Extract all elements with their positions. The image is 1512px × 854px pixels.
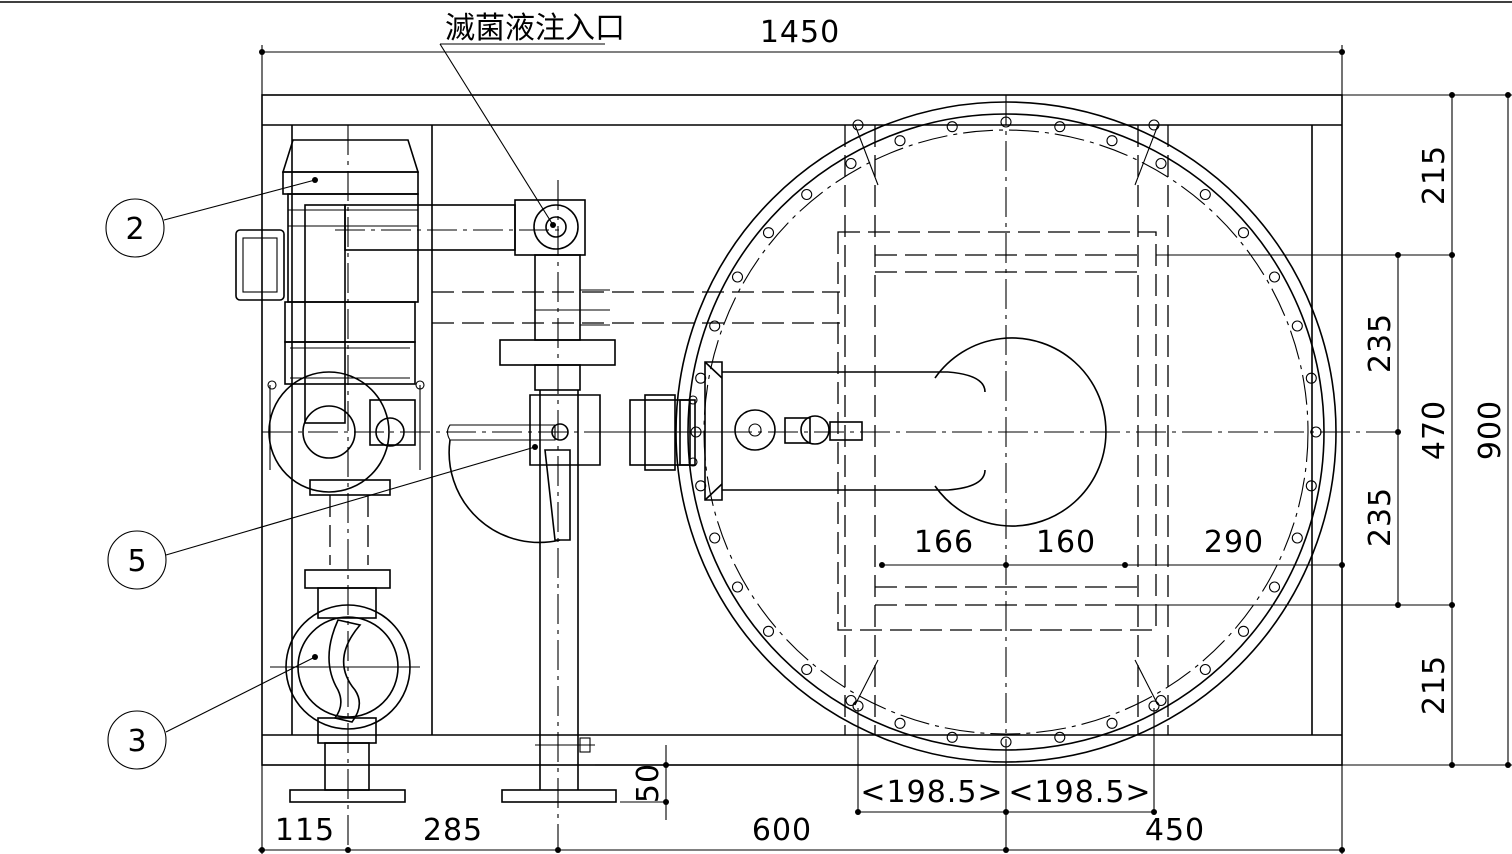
callout-2: 2 bbox=[105, 177, 318, 258]
dim-right-mid-total: 470 bbox=[1417, 400, 1452, 460]
bolt-hole bbox=[1268, 581, 1281, 593]
bolt-hole bbox=[894, 717, 906, 729]
bolt-hole bbox=[1291, 320, 1303, 332]
dim-base-offset: 50 bbox=[631, 763, 666, 803]
callout-5-label: 5 bbox=[127, 544, 146, 579]
dim-bottom-4: 450 bbox=[1145, 813, 1205, 848]
dim-bottom-3: 600 bbox=[752, 813, 812, 848]
injection-port-label: 滅菌液注入口 bbox=[445, 11, 625, 46]
bolt-hole bbox=[801, 188, 813, 201]
callout-2-label: 2 bbox=[125, 212, 144, 247]
callout-5: 5 bbox=[107, 444, 538, 590]
dim-overall-width: 1450 bbox=[760, 15, 840, 50]
bolt-hole bbox=[1291, 532, 1303, 544]
callout-3-label: 3 bbox=[127, 724, 146, 759]
dim-right-mid-upper: 235 bbox=[1363, 313, 1398, 373]
dim-inner-2: 160 bbox=[1036, 525, 1096, 560]
bolt-hole bbox=[845, 694, 857, 707]
bolt-hole bbox=[801, 663, 813, 676]
dim-half-span-right: <198.5> bbox=[1008, 775, 1151, 810]
bolt-hole bbox=[1237, 625, 1250, 637]
dimension-right: 215 235 470 235 215 900 bbox=[1125, 92, 1512, 768]
bolt-hole bbox=[709, 532, 721, 544]
dimension-top: 1450 bbox=[259, 15, 1345, 95]
bolt-hole bbox=[1268, 271, 1281, 283]
ball-valve bbox=[446, 394, 863, 544]
bolt-hole bbox=[1237, 227, 1250, 239]
bolt-hole bbox=[762, 227, 775, 239]
dim-overall-height: 900 bbox=[1473, 400, 1508, 460]
dim-bottom-2: 285 bbox=[423, 813, 483, 848]
bolt-hole bbox=[762, 625, 775, 637]
injection-port-annotation: 滅菌液注入口 bbox=[439, 11, 625, 228]
bolt-hole bbox=[1155, 157, 1167, 170]
dimension-inner: 166 160 290 <198.5> <198.5> bbox=[855, 525, 1345, 850]
bolt-hole bbox=[1106, 135, 1118, 147]
bolt-hole bbox=[845, 157, 857, 170]
bolt-hole bbox=[1199, 188, 1211, 201]
dimension-bottom: 115 285 600 450 50 bbox=[258, 745, 1345, 854]
bolt-hole bbox=[1305, 480, 1317, 492]
bolt-hole bbox=[1106, 717, 1118, 729]
frame bbox=[261, 94, 1343, 766]
dim-inner-3: 290 bbox=[1204, 525, 1264, 560]
dim-bottom-1: 115 bbox=[275, 813, 335, 848]
bolt-hole bbox=[894, 135, 906, 147]
dim-inner-1: 166 bbox=[914, 525, 974, 560]
callout-3: 3 bbox=[107, 654, 318, 770]
bolt-hole bbox=[1199, 663, 1211, 676]
dim-half-span-left: <198.5> bbox=[860, 775, 1003, 810]
bolt-hole bbox=[731, 581, 744, 593]
pump-motor bbox=[235, 139, 586, 496]
dim-right-mid-lower: 235 bbox=[1363, 487, 1398, 547]
bolt-hole bbox=[709, 320, 721, 332]
bolt-hole bbox=[1054, 121, 1066, 133]
dim-right-top: 215 bbox=[1417, 145, 1452, 205]
bolt-hole bbox=[946, 121, 958, 133]
bolt-hole bbox=[731, 271, 744, 283]
bolt-hole bbox=[1054, 731, 1066, 743]
bolt-hole bbox=[946, 731, 958, 743]
bolt-hole bbox=[1305, 372, 1317, 384]
dim-right-bottom: 215 bbox=[1417, 655, 1452, 715]
